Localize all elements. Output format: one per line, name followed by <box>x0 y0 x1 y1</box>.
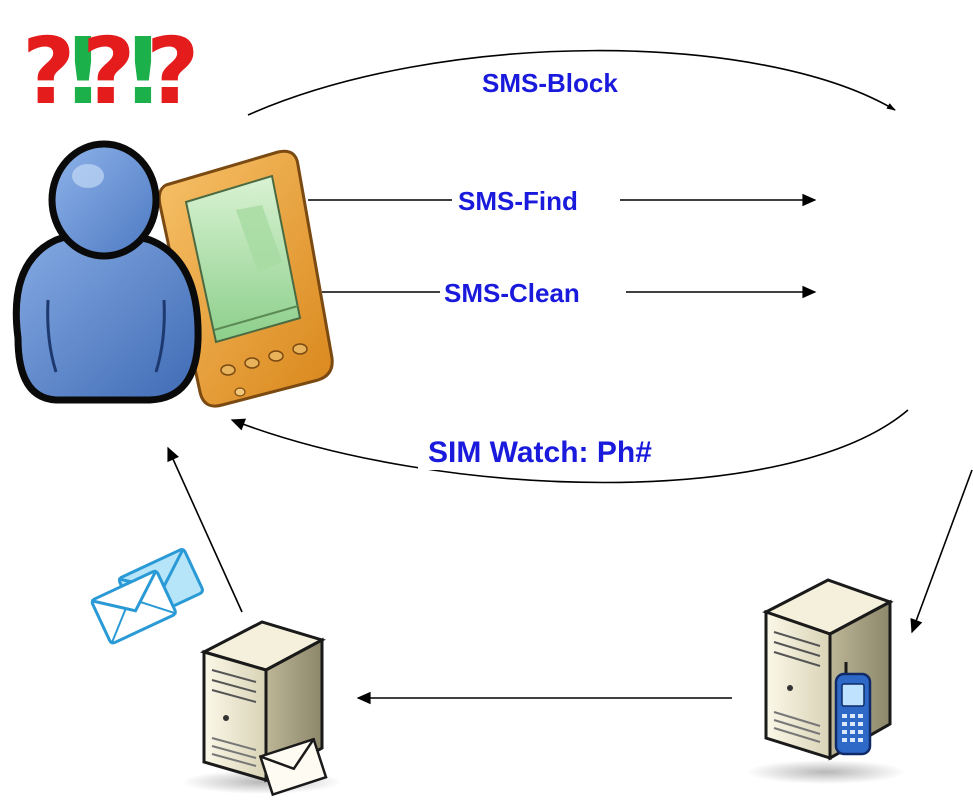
label-sms-clean: SMS-Clean <box>444 278 580 308</box>
envelopes-icon <box>90 547 204 645</box>
mobile-phone-icon <box>834 662 872 756</box>
confusion-marks: ? ! ? ! ? <box>22 18 199 125</box>
mark-3: ? <box>82 18 135 125</box>
mail-server-icon <box>182 620 342 797</box>
label-sms-block: SMS-Block <box>482 68 618 98</box>
arrow-sim-watch <box>230 409 909 484</box>
sms-gateway-server-icon <box>746 578 906 784</box>
mark-2: ! <box>62 18 104 125</box>
mark-4: ! <box>122 18 164 125</box>
label-sms-find: SMS-Find <box>458 186 578 216</box>
arrow-sms-block <box>247 49 896 116</box>
mark-1: ? <box>22 18 75 125</box>
arrow-to-sms-server <box>910 469 973 634</box>
label-sim-watch: SIM Watch: Ph# <box>428 436 652 469</box>
mark-5: ? <box>146 18 199 125</box>
arrow-to-user <box>167 446 243 613</box>
user-icon <box>12 140 202 404</box>
